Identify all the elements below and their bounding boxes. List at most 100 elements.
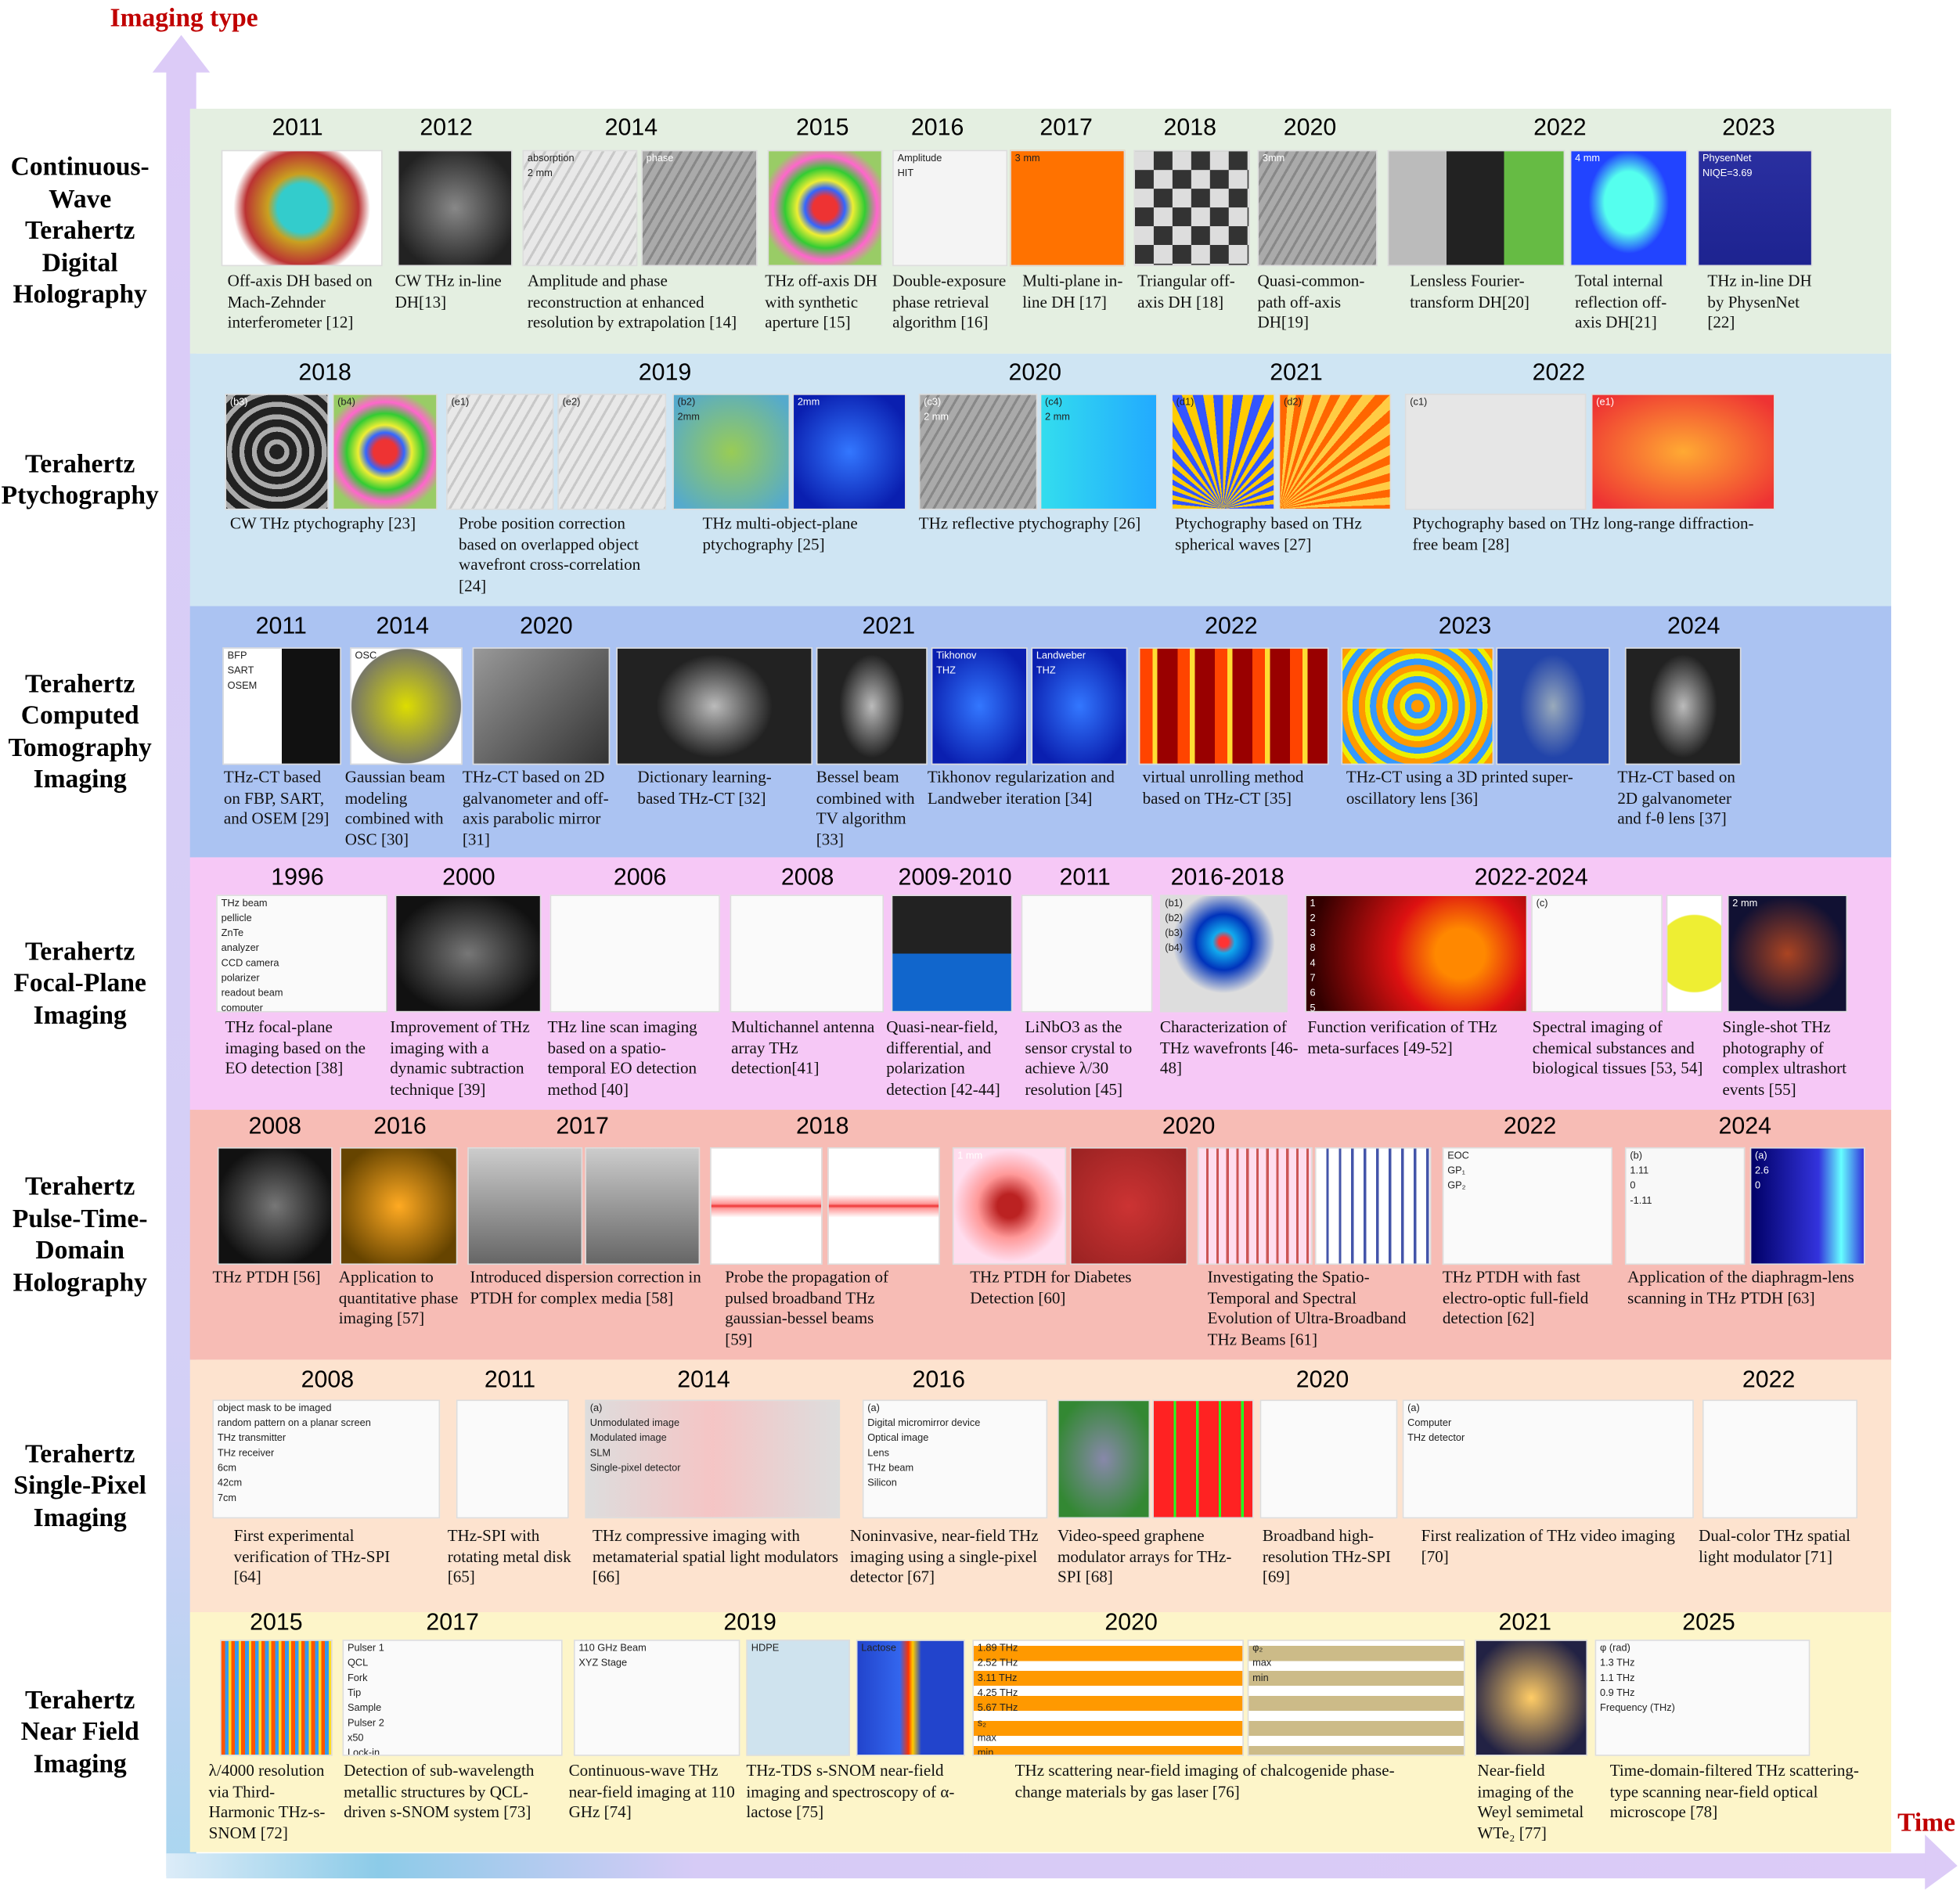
figure-thumbnail: (e2): [557, 394, 667, 510]
figure-thumbnail: 4 mm: [1569, 149, 1688, 267]
thumbnail-label: pellicle: [221, 912, 252, 924]
figure-caption: Improvement of THz imaging with a dynami…: [390, 1017, 530, 1099]
thumbnail-label: Tikhonov: [936, 650, 977, 661]
figure-caption: Application of the diaphragm-lens scanni…: [1627, 1267, 1854, 1307]
figure-caption: Single-shot THz photography of complex u…: [1722, 1017, 1847, 1099]
figure-thumbnail: (c4)2 mm: [1039, 394, 1158, 510]
figure-caption: THz-CT based on FBP, SART, and OSEM [29]: [223, 767, 330, 828]
figure-caption: Video-speed graphene modulator arrays fo…: [1057, 1525, 1232, 1586]
figure-thumbnail: [1138, 647, 1329, 765]
figure-thumbnail: Lactose: [856, 1640, 965, 1756]
figure-caption: Function verification of THz meta-surfac…: [1307, 1017, 1497, 1057]
year-label: 2022: [1533, 114, 1587, 142]
year-label: 2011: [255, 614, 307, 640]
thumbnail-label: (b4): [1165, 942, 1184, 954]
figure-thumbnail: [1702, 1399, 1857, 1519]
year-label: 2018: [796, 1113, 849, 1140]
figure-thumbnail: [220, 1640, 333, 1756]
figure-caption: THz in-line DH by PhysenNet [22]: [1707, 271, 1812, 332]
thumbnail-label: min: [1252, 1672, 1269, 1684]
year-label: 2015: [796, 114, 849, 142]
figure-thumbnail: (d1): [1171, 394, 1275, 510]
figure-thumbnail: [1314, 1147, 1432, 1265]
figure-thumbnail: [1475, 1640, 1588, 1756]
year-label: 2021: [1270, 359, 1323, 387]
thumbnail-label: (a): [867, 1402, 880, 1414]
thumbnail-label: 2mm: [797, 396, 820, 408]
thumbnail-label: HDPE: [751, 1642, 780, 1654]
figure-caption: Multichannel antenna array THz detection…: [731, 1017, 875, 1078]
figure-thumbnail: (b1)(b2)(b3)(b4): [1159, 895, 1288, 1013]
figure-caption: Bessel beam combined with TV algorithm […: [816, 767, 915, 848]
figure-caption: THz PTDH [56]: [212, 1267, 321, 1287]
year-label: 2022: [1503, 1113, 1557, 1140]
figure-caption: THz scattering near-field imaging of cha…: [1014, 1761, 1395, 1801]
figure-thumbnail: 2 mm: [1727, 895, 1848, 1013]
thumbnail-label: 8: [1310, 942, 1316, 954]
figure-thumbnail: [549, 895, 720, 1013]
figure-thumbnail: [1057, 1399, 1151, 1519]
figure-thumbnail: [616, 647, 812, 765]
figure-thumbnail: [891, 895, 1013, 1013]
year-label: 2022: [1205, 614, 1258, 640]
row-label: Terahertz Ptychography: [1, 448, 159, 510]
year-label: 2014: [677, 1367, 730, 1394]
figure-caption: Off-axis DH based on Mach-Zehnder interf…: [227, 271, 373, 332]
year-label: 2000: [442, 865, 495, 891]
thumbnail-label: Amplitude: [897, 152, 942, 164]
figure-caption: Time-domain-filtered THz scattering-type…: [1609, 1761, 1859, 1821]
thumbnail-label: polarizer: [221, 972, 260, 984]
figure-caption: THz-SPI with rotating metal disk [65]: [447, 1525, 571, 1586]
figure-caption: THz-TDS s-SNOM near-field imaging and sp…: [746, 1761, 955, 1821]
year-label: 1996: [271, 865, 324, 891]
thumbnail-label: 1: [1310, 897, 1316, 909]
thumbnail-label: 3: [1310, 927, 1316, 939]
thumbnail-label: (e1): [451, 396, 470, 408]
figure-caption: THz-CT using a 3D printed super-oscillat…: [1346, 767, 1573, 807]
thumbnail-label: Modulated image: [589, 1432, 667, 1444]
thumbnail-label: 1.3 THz: [1600, 1657, 1635, 1669]
figure-thumbnail: [1152, 1399, 1254, 1519]
year-label: 2019: [638, 359, 692, 387]
thumbnail-label: 6cm: [217, 1462, 237, 1474]
thumbnail-label: GP₂: [1447, 1179, 1466, 1191]
year-label: 2018: [298, 359, 351, 387]
figure-thumbnail: 3mm: [1257, 149, 1378, 267]
thumbnail-label: 7: [1310, 972, 1316, 984]
thumbnail-label: 7cm: [217, 1492, 237, 1504]
year-label: 2023: [1438, 614, 1492, 640]
thumbnail-label: 2 mm: [1732, 897, 1758, 909]
thumbnail-label: Sample: [347, 1701, 382, 1714]
year-label: 2025: [1682, 1609, 1735, 1636]
figure-thumbnail: (d2): [1278, 394, 1392, 510]
thumbnail-label: Single-pixel detector: [589, 1462, 681, 1474]
figure-caption: First realization of THz video imaging […: [1421, 1525, 1675, 1566]
thumbnail-label: THz transmitter: [217, 1432, 286, 1444]
thumbnail-label: 2 mm: [924, 411, 949, 423]
figure-caption: First experimental verification of THz-S…: [233, 1525, 391, 1586]
year-label: 2016: [910, 114, 964, 142]
thumbnail-label: 2 mm: [1045, 411, 1070, 423]
figure-thumbnail: (c): [1531, 895, 1663, 1013]
thumbnail-label: s₂: [977, 1717, 987, 1729]
row-label: Terahertz Computed Tomography Imaging: [8, 668, 152, 794]
figure-caption: THz PTDH with fast electro-optic full-fi…: [1442, 1267, 1589, 1328]
figure-thumbnail: [585, 1147, 701, 1265]
figure-thumbnail: phase: [641, 149, 758, 267]
year-label: 2016: [912, 1367, 966, 1394]
thumbnail-label: φ (rad): [1600, 1642, 1630, 1654]
figure-caption: THz-CT based on 2D galvanometer and f-θ …: [1617, 767, 1735, 828]
figure-caption: virtual unrolling method based on THz-CT…: [1142, 767, 1304, 807]
figure-caption: Broadband high-resolution THz-SPI [69]: [1262, 1525, 1391, 1586]
thumbnail-label: Lactose: [861, 1642, 897, 1654]
figure-caption: Introduced dispersion correction in PTDH…: [470, 1267, 701, 1307]
year-label: 2012: [420, 114, 473, 142]
year-label: 2024: [1718, 1113, 1772, 1140]
figure-thumbnail: (e1): [1591, 394, 1775, 510]
